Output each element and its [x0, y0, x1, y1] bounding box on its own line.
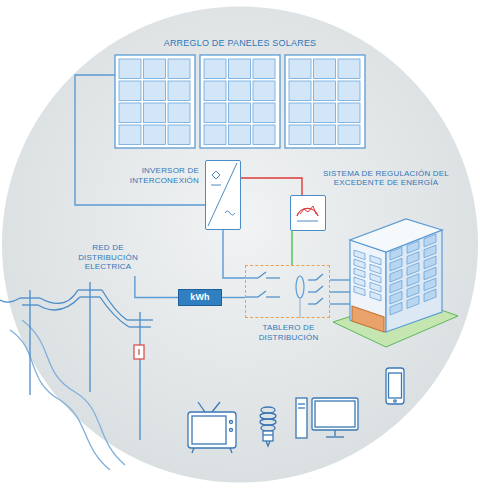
node-label: ARREGLO DE PANELES SOLARES: [115, 38, 365, 49]
regulator-gauge: [291, 196, 324, 229]
window: [424, 245, 436, 258]
window: [424, 278, 436, 291]
connector: [241, 178, 302, 195]
appliances: [188, 368, 404, 453]
window: [424, 256, 436, 269]
solar-array: ARREGLO DE PANELES SOLARES: [115, 55, 365, 148]
solar-cell: [229, 81, 251, 101]
window: [407, 285, 419, 298]
solar-cell: [229, 125, 251, 145]
power-poles: [0, 282, 153, 470]
window: [354, 268, 365, 278]
solar-cell: [144, 125, 166, 145]
solar-cell: [168, 125, 190, 145]
energy-meter: kWh: [178, 289, 222, 306]
solar-cell: [289, 125, 311, 145]
solar-cell: [338, 103, 360, 123]
regulator-device: SISTEMA DE REGULACIÓN DEL EXCEDENTE DE E…: [290, 195, 326, 231]
panel-frame: [285, 55, 365, 148]
node-label: INVERSOR DE INTERCONEXIÓN: [105, 166, 199, 185]
window: [370, 255, 381, 265]
solar-cell: [338, 59, 360, 79]
inverter-symbol: [206, 161, 239, 228]
solar-cell: [289, 81, 311, 101]
solar-panels: [115, 55, 365, 148]
window: [390, 302, 402, 315]
solar-cell: [204, 59, 226, 79]
connector: [135, 276, 178, 298]
window: [370, 273, 381, 283]
solar-cell: [204, 125, 226, 145]
solar-cell: [168, 81, 190, 101]
solar-cell: [204, 81, 226, 101]
solar-cell: [119, 59, 141, 79]
solar-cell: [314, 103, 336, 123]
solar-cell: [289, 103, 311, 123]
grid-label: RED DE DISTRIBUCIÓN ELECTRICA: [66, 243, 150, 276]
node-label: RED DE DISTRIBUCIÓN ELECTRICA: [66, 243, 150, 272]
node-label: TABLERO DE DISTRIBUCIÓN: [234, 323, 343, 342]
building-windows: [354, 234, 436, 315]
solar-cell: [253, 103, 275, 123]
connector: [223, 230, 245, 278]
window: [424, 267, 436, 280]
solar-cell: [253, 125, 275, 145]
solar-cell: [204, 103, 226, 123]
solar-cell: [119, 125, 141, 145]
solar-cell: [253, 81, 275, 101]
window: [370, 264, 381, 274]
solar-cell: [338, 81, 360, 101]
panel-frame: [115, 55, 195, 148]
solar-cell: [168, 59, 190, 79]
solar-cell: [144, 81, 166, 101]
window: [407, 241, 419, 254]
distribution-board: TABLERO DE DISTRIBUCIÓN: [245, 265, 330, 318]
background-disc: [2, 7, 478, 483]
switch-symbols: [245, 272, 350, 318]
window: [390, 247, 402, 260]
window: [424, 234, 436, 247]
window: [407, 274, 419, 287]
solar-cell: [119, 103, 141, 123]
panel-frame: [200, 55, 280, 148]
solar-cell: [144, 59, 166, 79]
window: [370, 282, 381, 292]
solar-cell: [338, 125, 360, 145]
solar-cell: [119, 81, 141, 101]
window: [354, 277, 365, 287]
building: [350, 219, 442, 332]
window: [354, 286, 365, 296]
node-label: kWh: [190, 292, 210, 303]
window: [390, 258, 402, 271]
node-label: SISTEMA DE REGULACIÓN DEL EXCEDENTE DE E…: [315, 169, 457, 188]
window: [354, 250, 365, 260]
solar-cell: [289, 59, 311, 79]
solar-cell: [229, 59, 251, 79]
solar-cell: [229, 103, 251, 123]
solar-cell: [144, 103, 166, 123]
inverter-box: INVERSOR DE INTERCONEXIÓN: [205, 160, 241, 230]
connector: [291, 231, 292, 265]
connector: [75, 75, 205, 205]
window: [407, 296, 419, 309]
solar-cell: [314, 59, 336, 79]
solar-cell: [253, 59, 275, 79]
connector: [222, 297, 245, 298]
window: [390, 269, 402, 282]
window: [424, 289, 436, 302]
window: [407, 263, 419, 276]
solar-cell: [314, 81, 336, 101]
solar-cell: [314, 125, 336, 145]
window: [354, 259, 365, 269]
window: [390, 280, 402, 293]
window: [407, 252, 419, 265]
solar-cell: [168, 103, 190, 123]
window: [370, 291, 381, 301]
window: [390, 291, 402, 304]
